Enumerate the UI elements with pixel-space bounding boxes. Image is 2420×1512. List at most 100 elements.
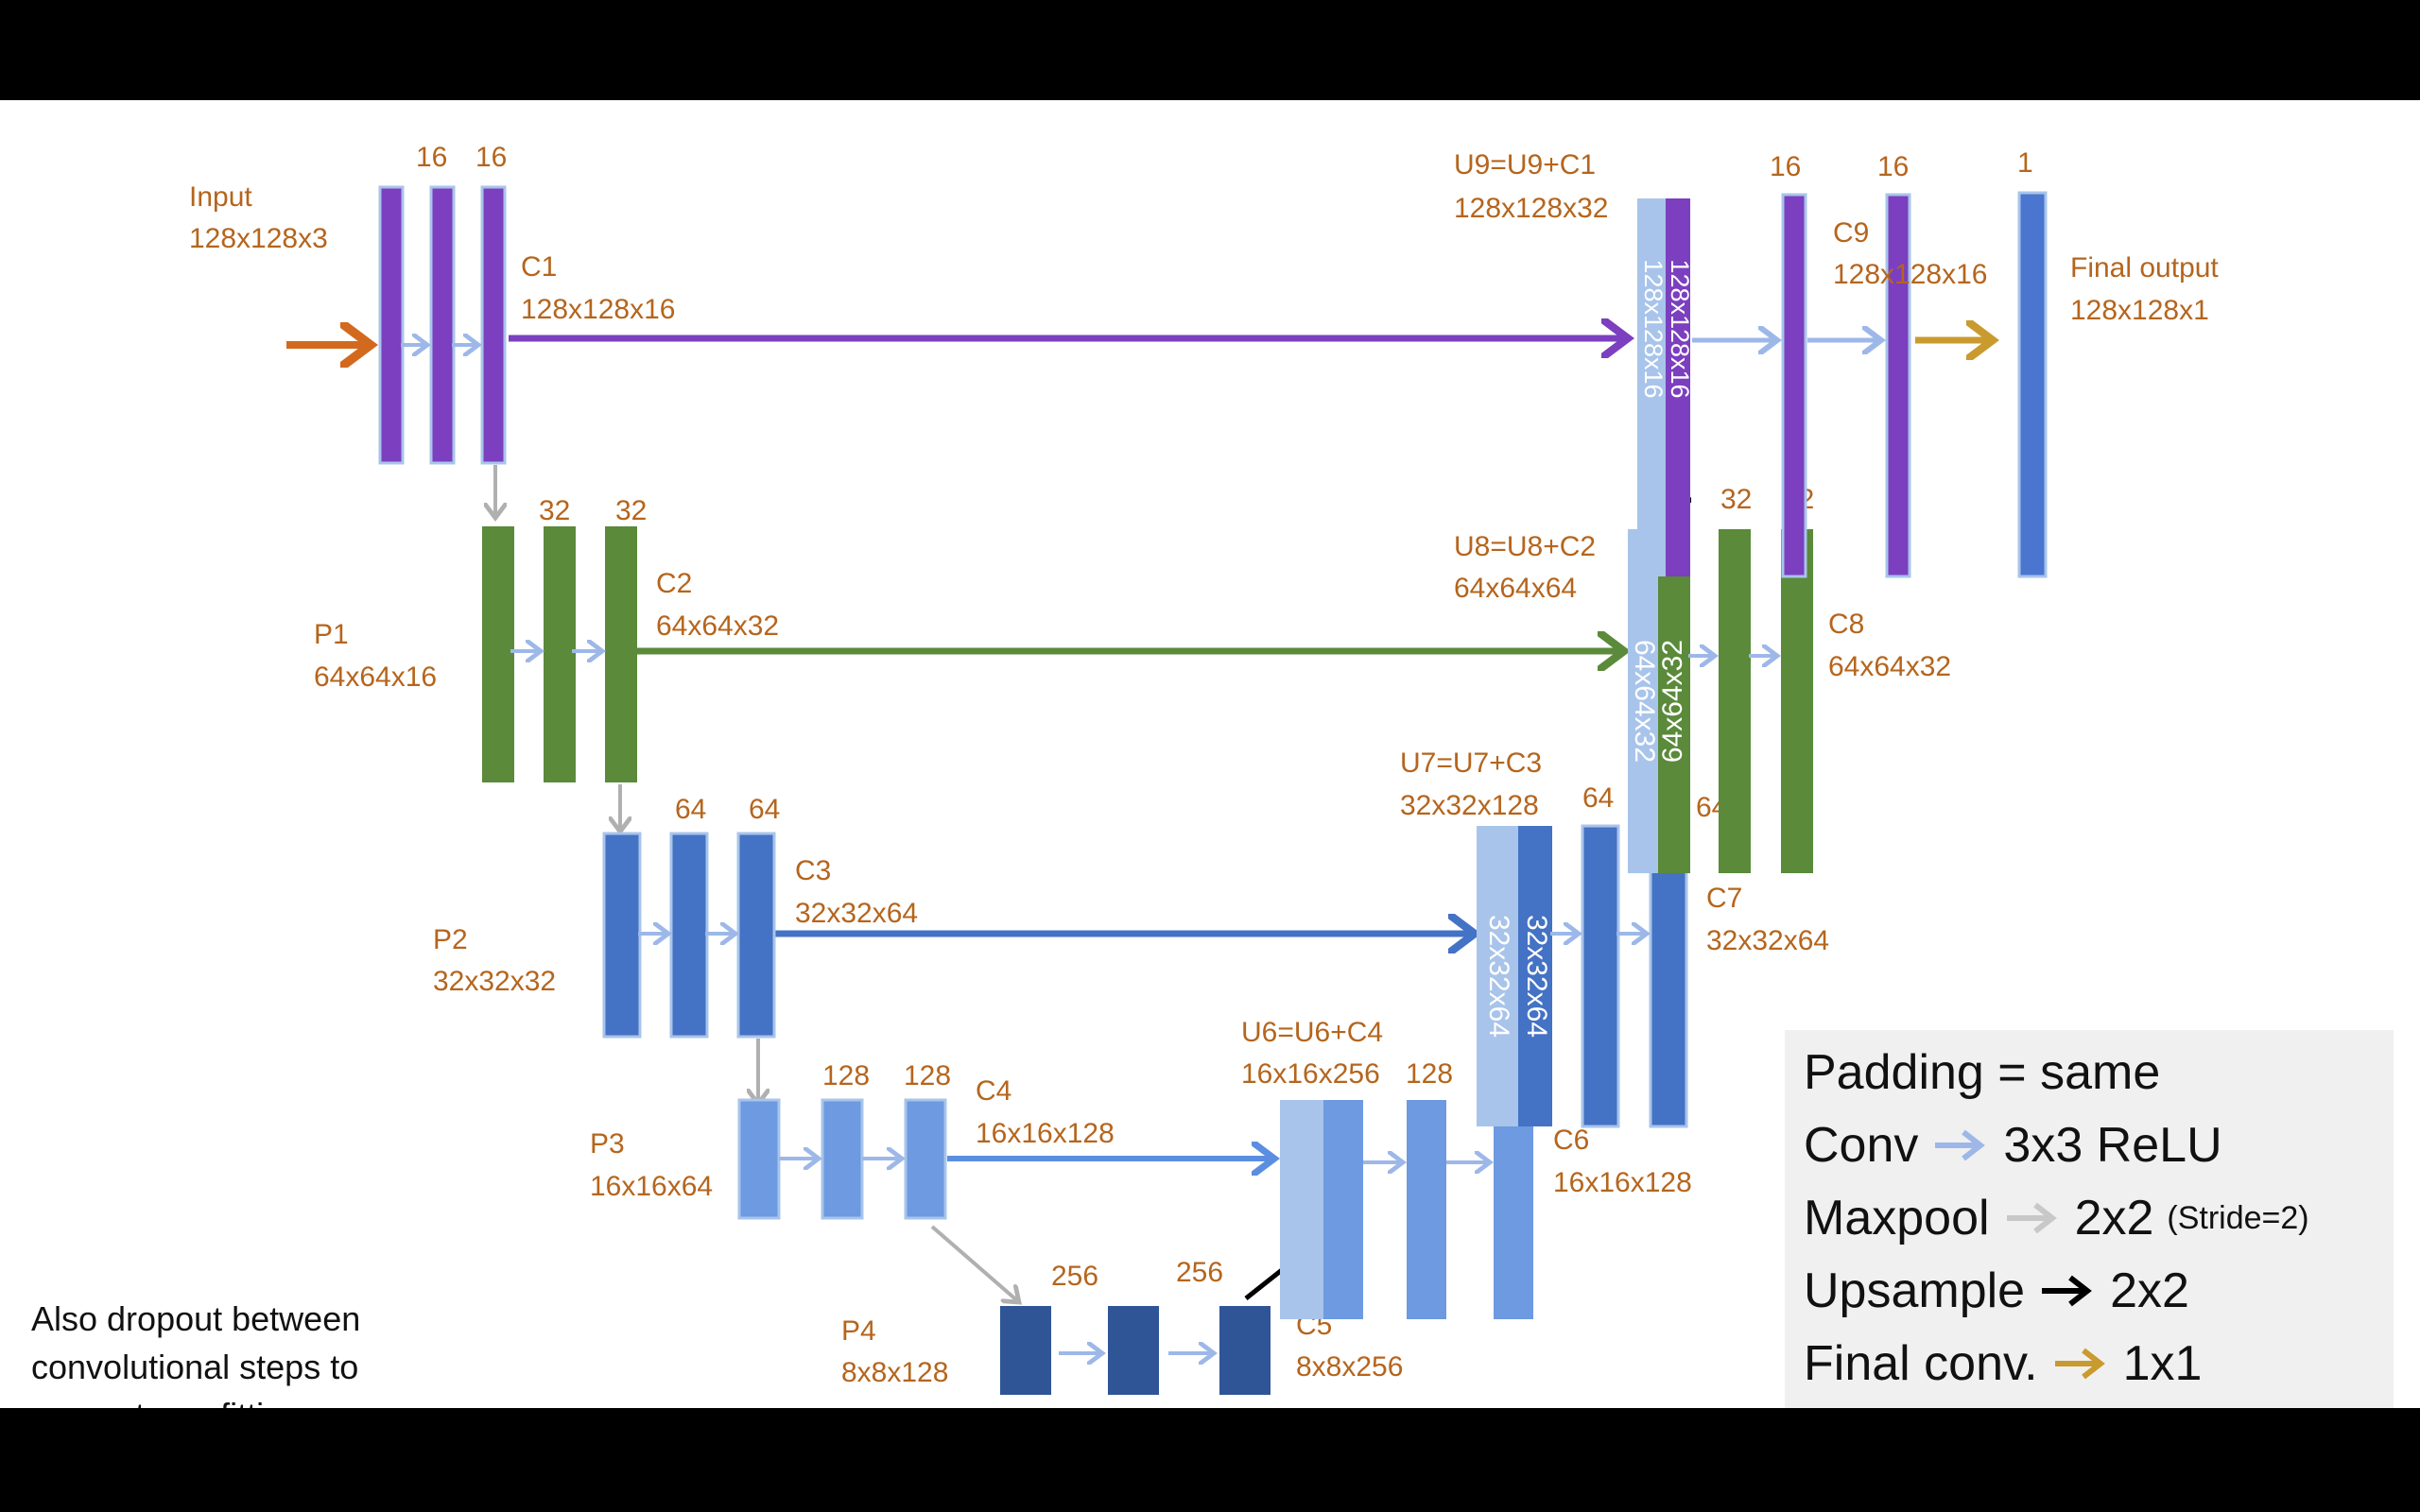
- p3-bar: [737, 1098, 781, 1220]
- c6-bar: [1494, 1100, 1533, 1319]
- legend-maxpool: Maxpool 2x2 (Stride=2): [1804, 1185, 2309, 1251]
- c6-dim: 16x16x128: [1553, 1167, 1692, 1198]
- c9-dim: 128x128x16: [1833, 259, 1987, 290]
- conv1a-bar: [429, 185, 456, 465]
- u8-upsampled-bar: [1628, 529, 1658, 873]
- legend-conv: Conv 3x3 ReLU: [1804, 1112, 2222, 1178]
- conv9a-bar: [1781, 193, 1807, 578]
- channel-label: 16: [1770, 151, 1801, 182]
- final-output-dim: 128x128x1: [2070, 295, 2209, 326]
- channel-label: 16: [1877, 151, 1909, 182]
- maxpool-arrow: [930, 1225, 1019, 1302]
- dropout-note: Also dropout between convolutional steps…: [31, 1299, 361, 1408]
- channel-label: 64: [675, 794, 706, 825]
- c4-title: C4: [976, 1075, 1011, 1107]
- c1-title: C1: [521, 251, 557, 283]
- p2-bar: [602, 832, 642, 1039]
- p2-dim: 32x32x32: [433, 966, 556, 997]
- c8-dim: 64x64x32: [1828, 651, 1951, 682]
- u8-dim: 64x64x64: [1454, 573, 1577, 604]
- legend-padding: Padding = same: [1804, 1040, 2160, 1106]
- c1-bar: [480, 185, 507, 465]
- channel-label: 1: [2017, 147, 2033, 179]
- channel-label: 64: [749, 794, 780, 825]
- channel-label: 128: [1406, 1058, 1453, 1090]
- u9-skip-bar: [1666, 198, 1690, 576]
- u7-dim: 32x32x128: [1400, 790, 1539, 821]
- p4-title: P4: [841, 1315, 876, 1347]
- channel-label: 16: [416, 142, 447, 173]
- u9-upsampled-dim: 128x128x16: [1639, 259, 1668, 398]
- channel-label: 16: [475, 142, 507, 173]
- conv5a-bar: [1108, 1306, 1159, 1395]
- conv7a-bar: [1581, 824, 1620, 1128]
- u7-title: U7=U7+C3: [1400, 747, 1542, 779]
- c5-bar: [1219, 1306, 1270, 1395]
- upsample-arrow-icon: [2040, 1272, 2093, 1310]
- conv8a-bar: [1719, 529, 1751, 873]
- input-title: Input: [189, 181, 252, 213]
- u6-skip-bar: [1323, 1100, 1363, 1319]
- c2-title: C2: [656, 568, 692, 599]
- legend-padding-label: Padding = same: [1804, 1045, 2161, 1100]
- c8-title: C8: [1828, 609, 1864, 640]
- conv-arrow-icon: [1933, 1126, 1986, 1164]
- u6-upsampled-bar: [1280, 1100, 1323, 1319]
- c7-title: C7: [1706, 883, 1742, 914]
- u6-title: U6=U6+C4: [1241, 1017, 1383, 1048]
- conv3a-bar: [669, 832, 709, 1039]
- channel-label: 256: [1051, 1261, 1098, 1292]
- c2-bar: [605, 526, 637, 782]
- c9-bar: [1885, 193, 1911, 578]
- legend-final-conv: Final conv. 1x1: [1804, 1331, 2202, 1397]
- legend-maxpool-value: 2x2: [2074, 1191, 2154, 1246]
- u8-upsampled-dim: 64x64x32: [1629, 640, 1660, 763]
- u7-upsampled-bar: [1477, 826, 1518, 1126]
- u7-skip-dim: 32x32x64: [1521, 915, 1552, 1038]
- legend-maxpool-note: (Stride=2): [2167, 1199, 2309, 1236]
- c3-bar: [736, 832, 776, 1039]
- final-conv-arrow-icon: [2053, 1345, 2106, 1383]
- c7-dim: 32x32x64: [1706, 925, 1829, 956]
- u8-skip-bar: [1658, 529, 1690, 873]
- u7-skip-bar: [1518, 826, 1552, 1126]
- c3-dim: 32x32x64: [795, 898, 918, 929]
- channel-label: 32: [1720, 484, 1752, 515]
- c9-title: C9: [1833, 217, 1869, 249]
- u8-title: U8=U8+C2: [1454, 531, 1596, 562]
- legend-upsample: Upsample 2x2: [1804, 1258, 2189, 1324]
- legend-box: Padding = same Conv 3x3 ReLU Maxpool 2x2…: [1785, 1030, 2394, 1408]
- maxpool-arrow-icon: [2005, 1199, 2058, 1237]
- u8-skip-dim: 64x64x32: [1657, 640, 1688, 763]
- legend-conv-value: 3x3 ReLU: [2003, 1118, 2222, 1173]
- p4-dim: 8x8x128: [841, 1357, 948, 1388]
- legend-final-conv-label: Final conv.: [1804, 1336, 2038, 1391]
- input-bar: [378, 185, 405, 465]
- c8-bar: [1781, 529, 1813, 873]
- p2-title: P2: [433, 924, 468, 955]
- channel-label: 32: [615, 495, 647, 526]
- legend-conv-label: Conv: [1804, 1118, 1919, 1173]
- u7-upsampled-dim: 32x32x64: [1483, 915, 1514, 1038]
- channel-label: 128: [904, 1060, 951, 1091]
- u9-skip-dim: 128x128x16: [1666, 259, 1694, 398]
- channel-label: 64: [1582, 782, 1614, 814]
- final-output-title: Final output: [2070, 252, 2219, 284]
- p3-title: P3: [590, 1128, 625, 1160]
- slide: Input 128x128x3 16 16 C1 128x128x16 P1 6…: [0, 100, 2420, 1408]
- p1-dim: 64x64x16: [314, 662, 437, 693]
- p3-dim: 16x16x64: [590, 1171, 713, 1202]
- c3-title: C3: [795, 855, 831, 886]
- c4-dim: 16x16x128: [976, 1118, 1115, 1149]
- p4-bar: [1000, 1306, 1051, 1395]
- p1-bar: [482, 526, 514, 782]
- input-dim: 128x128x3: [189, 223, 328, 254]
- u9-dim: 128x128x32: [1454, 193, 1608, 224]
- conv4a-bar: [821, 1098, 864, 1220]
- legend-upsample-value: 2x2: [2110, 1263, 2189, 1318]
- u6-dim: 16x16x256: [1241, 1058, 1380, 1090]
- c1-dim: 128x128x16: [521, 294, 675, 325]
- unet-diagram: Input 128x128x3 16 16 C1 128x128x16 P1 6…: [189, 142, 2219, 1395]
- u9-upsampled-bar: [1637, 198, 1666, 576]
- legend-maxpool-label: Maxpool: [1804, 1191, 1990, 1246]
